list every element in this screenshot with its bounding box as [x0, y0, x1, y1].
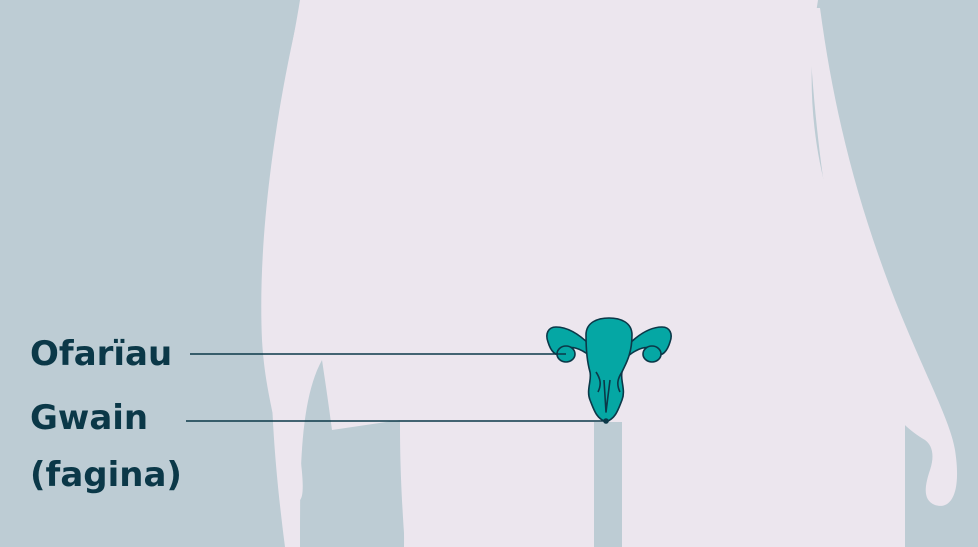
leg-gap	[594, 422, 622, 547]
label-vagina-line2: (fagina)	[30, 450, 182, 500]
vagina-marker-dot	[603, 418, 609, 424]
label-ovaries: Ofarïau	[30, 334, 172, 374]
label-vagina-line1: Gwain	[30, 398, 182, 438]
label-vagina: Gwain (fagina)	[30, 398, 182, 500]
right-ovary	[643, 346, 661, 362]
